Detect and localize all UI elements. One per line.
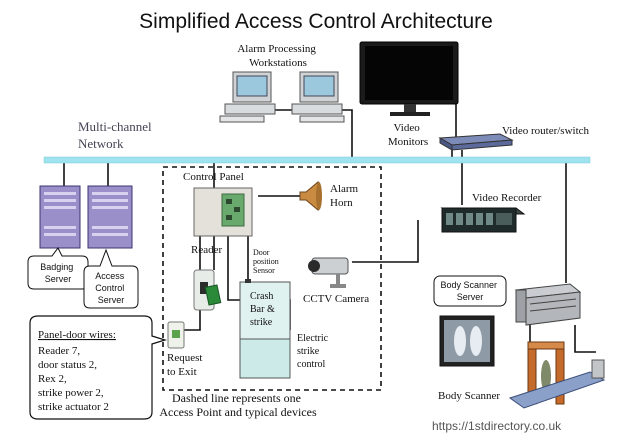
svg-text:Crash Bar & strike: Crash Bar & strike [250,291,277,328]
wires-line-2: door status 2, [38,359,97,371]
svg-text:Reader 7, door status 2,: Reader 7, door status 2, Rex 2, strike p… [38,345,109,413]
body-scanner-label: Body Scanner [438,390,500,402]
alarm-horn-label-1: Alarm [330,183,359,195]
acs-label-2: Control [95,283,124,293]
door-position-label-1: Door [253,248,270,257]
badging-server-callout: Badging Server [27,247,89,290]
badging-server-label-1: Badging [40,262,73,272]
reader-label: Reader [191,244,222,256]
crash-bar-label-3: strike [250,317,273,328]
video-monitors-label-2: Monitors [388,136,428,148]
body-scanner-server-callout: Body Scanner Server [433,275,507,307]
request-to-exit-label-1: Request [167,352,202,364]
svg-text:Alarm Horn: Alarm Horn [330,183,361,209]
access-control-server-callout: Access Control Server [83,248,139,309]
control-panel-icon [193,187,253,237]
alarm-processing-label-1: Alarm Processing [237,43,316,55]
body-scanner-machine-icon [508,341,606,409]
svg-text:Alarm Processing Workstati: Alarm Processing Workstations [237,43,318,69]
badging-server-icon [39,185,81,249]
access-control-server-icon [87,185,133,249]
body-scanner-screen-icon [439,315,495,367]
body-scanner-server-label-2: Server [457,292,484,302]
video-recorder-label: Video Recorder [472,192,542,204]
wires-heading: Panel-door wires: [38,329,116,341]
panel-door-wires-box: Panel-door wires: Reader 7, door status … [29,315,168,420]
crash-bar-label-2: Bar & [250,304,275,315]
electric-strike-label-3: control [297,359,326,370]
workstation-icon [219,71,276,123]
cctv-camera-label: CCTV Camera [303,293,369,305]
scanner-link-b [574,325,596,353]
door-icon [239,279,291,379]
alarm-processing-label-2: Workstations [249,57,307,69]
wires-line-1: Reader 7, [38,345,80,357]
svg-text:Body Scanner Server: Body Scanner Server [440,280,499,302]
network-bar [43,156,591,164]
door-position-label-2: position [253,257,279,266]
svg-text:Door position Sensor: Door position Sensor [253,248,281,275]
recorder-camera-link [352,220,419,263]
svg-text:Electric strike contro: Electric strike control [297,333,331,370]
wires-line-5: strike actuator 2 [38,401,109,413]
wires-line-3: Rex 2, [38,373,67,385]
body-scanner-server-icon [514,283,582,326]
badging-server-label-2: Server [45,274,72,284]
diagram-title: Simplified Access Control Architecture [139,10,493,33]
control-panel-label: Control Panel [183,171,244,183]
request-to-exit-icon [167,321,185,349]
video-recorder-icon [440,207,526,233]
svg-text:Multi-channel Network: Multi-channel Network [78,119,155,151]
workstation-icon [291,71,345,123]
acs-label-3: Server [98,295,125,305]
card-reader-icon [193,269,222,311]
electric-strike-label-2: strike [297,346,320,357]
request-to-exit-label-2: to Exit [167,366,197,378]
network-label-1: Multi-channel [78,119,152,134]
watermark: https://1stdirectory.co.uk [432,419,562,433]
svg-text:Video Monitors: Video Monitors [388,122,428,148]
video-monitors-label-1: Video [394,122,421,134]
svg-text:Badging Server: Badging Server [40,262,76,284]
wires-line-4: strike power 2, [38,387,104,399]
network-label-2: Network [78,136,124,151]
dashed-caption-1: Dashed line represents one [172,391,301,405]
cctv-camera-icon [308,257,349,288]
svg-text:Dashed line represents one: Dashed line represents one Access Point … [159,391,317,419]
body-scanner-server-label-1: Body Scanner [440,280,497,290]
svg-text:Access Control Ser: Access Control Server [95,271,127,305]
video-router-icon [438,133,514,151]
dashed-caption-2: Access Point and typical devices [159,405,317,419]
svg-text:Request to Exit: Request to Exit [167,352,205,378]
alarm-horn-label-2: Horn [330,197,353,209]
video-router-label: Video router/switch [502,125,590,137]
access-point-boundary [162,166,382,391]
crash-bar-label-1: Crash [250,291,273,302]
video-monitor-icon [359,41,459,116]
acs-label-1: Access [95,271,125,281]
electric-strike-label-1: Electric [297,333,329,344]
door-position-label-3: Sensor [253,266,275,275]
alarm-horn-icon [299,180,322,212]
panel-rex-link [184,235,201,331]
